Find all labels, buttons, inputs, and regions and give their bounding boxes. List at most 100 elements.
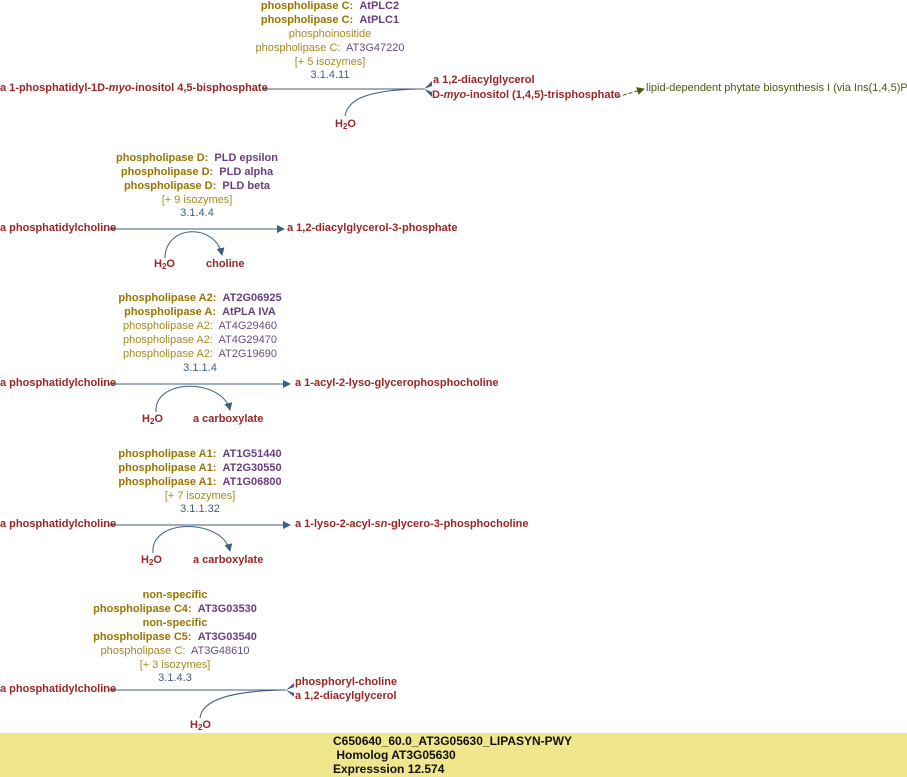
reaction-1-product-2[interactable]: D-myo-inositol (1,4,5)-trisphosphate — [432, 89, 620, 102]
gene-name: AT2G19690 — [218, 348, 277, 360]
enzyme-line[interactable]: phospholipase A2: AT2G06925 — [118, 292, 281, 305]
text: -inositol (1,4,5)-trisphosphate — [466, 89, 621, 101]
reaction-3-water[interactable]: H2O — [142, 413, 163, 428]
reaction-4-substrate[interactable]: a phosphatidylcholine — [0, 518, 117, 530]
ec-number[interactable]: 3.1.1.4 — [183, 362, 217, 374]
text: O — [202, 719, 211, 731]
enzyme-line[interactable]: non-specific — [93, 589, 257, 602]
reaction-5-product-1[interactable]: phosphoryl-choline — [295, 676, 398, 688]
ec-number[interactable]: 3.1.1.32 — [180, 503, 220, 515]
reaction-5-water[interactable]: H2O — [190, 719, 211, 734]
enzyme-name: non-specific — [142, 589, 208, 601]
enzyme-name: phospholipase A2: — [123, 320, 213, 332]
isozymes-link[interactable]: [+ 9 isozymes] — [161, 194, 233, 206]
enzyme-name: phospholipase C: — [100, 645, 186, 657]
enzyme-line[interactable]: phospholipase D: PLD epsilon — [116, 152, 278, 165]
reaction-5-substrate[interactable]: a phosphatidylcholine — [0, 683, 117, 695]
enzyme-line[interactable]: phospholipase C5: AT3G03540 — [93, 631, 257, 644]
enzyme-name: phospholipase A1: — [118, 448, 217, 460]
reaction-3-substrate[interactable]: a phosphatidylcholine — [0, 377, 117, 389]
footer-expression: Expresssion 12.574 — [333, 762, 445, 776]
text-italic: sn — [374, 518, 388, 530]
info-footer: C650640_60.0_AT3G05630_LIPASYN-PWY Homol… — [0, 733, 907, 777]
enzyme-line[interactable]: phospholipase D: PLD alpha — [116, 166, 278, 179]
reaction-5-arrowhead-top — [286, 683, 294, 690]
enzyme-name: phospholipase D: — [120, 166, 214, 178]
ec-number[interactable]: 3.1.4.3 — [158, 672, 192, 684]
text: D- — [432, 89, 444, 101]
reaction-1-product-1[interactable]: a 1,2-diacylglycerol — [433, 74, 535, 86]
text-italic: myo — [443, 89, 467, 101]
enzyme-line[interactable]: phospholipase C: AtPLC2 — [255, 0, 404, 13]
text: H — [190, 719, 198, 731]
text: 2 — [149, 417, 155, 426]
gene-name: PLD alpha — [219, 166, 274, 178]
enzyme-name: phospholipase D: — [116, 152, 209, 164]
enzyme-name: phospholipase A2: — [123, 348, 213, 360]
reaction-5-product-2[interactable]: a 1,2-diacylglycerol — [295, 690, 397, 702]
reaction-5-water-curve — [199, 689, 285, 719]
enzyme-line[interactable]: phospholipase D: PLD beta — [116, 180, 278, 193]
enzyme-line[interactable]: phospholipase A: AtPLA IVA — [118, 306, 281, 319]
reaction-1-water-curve — [344, 88, 421, 117]
enzyme-name: phospholipase C5: — [93, 631, 192, 643]
text: 2 — [342, 122, 348, 131]
reaction-4-side-product[interactable]: a carboxylate — [193, 554, 264, 566]
reaction-1-arrowhead-top — [424, 81, 432, 89]
reaction-4-product[interactable]: a 1-lyso-2-acyl-sn-glycero-3-phosphochol… — [295, 518, 529, 531]
reaction-3-product[interactable]: a 1-acyl-2-lyso-glycerophosphocholine — [295, 377, 499, 389]
enzyme-line[interactable]: phospholipase C: AT3G48610 — [93, 645, 257, 658]
reaction-3-side-curve — [155, 385, 233, 413]
reaction-2-substrate[interactable]: a phosphatidylcholine — [0, 222, 117, 234]
text: O — [347, 118, 356, 130]
enzyme-line[interactable]: phosphoinositide — [255, 28, 404, 41]
text: 2 — [148, 558, 154, 567]
footer-homolog: Homolog AT3G05630 — [333, 748, 456, 762]
enzyme-line[interactable]: phospholipase C: AT3G47220 — [255, 42, 404, 55]
text: a 1-lyso-2-acyl- — [295, 518, 375, 530]
gene-name: AT1G06800 — [222, 476, 282, 488]
enzyme-line[interactable]: phospholipase C4: AT3G03530 — [93, 603, 257, 616]
gene-name: AT4G29470 — [218, 334, 277, 346]
isozymes-link[interactable]: [+ 7 isozymes] — [164, 490, 236, 502]
enzyme-line[interactable]: phospholipase A2: AT4G29460 — [118, 320, 281, 333]
isozymes-link[interactable]: [+ 5 isozymes] — [294, 56, 366, 68]
pathway-link[interactable]: lipid-dependent phytate biosynthesis I (… — [646, 82, 907, 97]
enzyme-line[interactable]: phospholipase C: AtPLC1 — [255, 14, 404, 27]
gene-name: AT4G29460 — [218, 320, 277, 332]
gene-name: AT2G06925 — [222, 292, 282, 304]
ec-number[interactable]: 3.1.4.4 — [180, 207, 214, 219]
reaction-1-water[interactable]: H2O — [335, 118, 356, 133]
enzyme-line[interactable]: phospholipase A2: AT4G29470 — [118, 334, 281, 347]
enzyme-name: phospholipase A1: — [118, 462, 217, 474]
footer-id: C650640_60.0_AT3G05630_LIPASYN-PWY — [333, 734, 573, 748]
gene-name: AtPLC2 — [359, 0, 400, 12]
text: lipid-dependent phytate biosynthesis I (… — [646, 82, 907, 94]
enzyme-line[interactable]: phospholipase A1: AT2G30550 — [118, 462, 281, 475]
reaction-2-water[interactable]: H2O — [154, 258, 175, 273]
enzyme-name: phosphoinositide — [288, 28, 372, 40]
text: -glycero-3-phosphocholine — [387, 518, 529, 530]
reaction-2-side-curve — [164, 231, 225, 259]
enzyme-line[interactable]: phospholipase A1: AT1G06800 — [118, 476, 281, 489]
reaction-4-water[interactable]: H2O — [141, 554, 162, 569]
enzyme-line[interactable]: non-specific — [93, 617, 257, 630]
text: -inositol 4,5-bisphosphate — [131, 82, 268, 94]
reaction-1-substrate[interactable]: a 1-phosphatidyl-1D-myo-inositol 4,5-bis… — [0, 82, 268, 95]
ec-number[interactable]: 3.1.4.11 — [310, 69, 350, 81]
gene-name: AT3G03530 — [197, 603, 257, 615]
text: O — [166, 258, 175, 270]
text: H — [335, 118, 343, 130]
reaction-3-side-product[interactable]: a carboxylate — [193, 413, 264, 425]
enzyme-line[interactable]: phospholipase A2: AT2G19690 — [118, 348, 281, 361]
reaction-2-product[interactable]: a 1,2-diacylglycerol-3-phosphate — [287, 222, 458, 234]
gene-name: AT1G51440 — [222, 448, 282, 460]
isozymes-link[interactable]: [+ 3 isozymes] — [139, 659, 211, 671]
reaction-2-side-product[interactable]: choline — [206, 258, 245, 270]
enzyme-name: phospholipase C: — [255, 42, 341, 54]
enzyme-line[interactable]: phospholipase A1: AT1G51440 — [118, 448, 281, 461]
enzyme-name: phospholipase D: — [123, 180, 217, 192]
